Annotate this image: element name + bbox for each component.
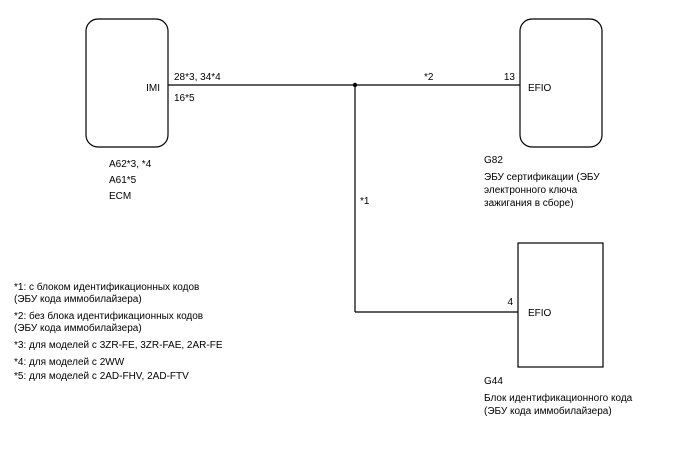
id-code-box-pin: 4 [507, 297, 513, 308]
certification-ecu-pin: 13 [504, 72, 516, 83]
certification-ecu-box [519, 18, 603, 148]
id-code-box-box [517, 242, 604, 368]
ecm-name: ECM [109, 191, 131, 202]
ecm-connector-1: A62*3, *4 [109, 159, 152, 170]
note-5: *5: для моделей с 2AD-FHV, 2AD-FTV [14, 371, 189, 382]
certification-ecu-connector: G82 [484, 155, 503, 166]
junction-dot [352, 82, 358, 88]
certification-ecu-terminal-label: EFIO [528, 83, 552, 94]
note-3: *3: для моделей с 3ZR-FE, 3ZR-FAE, 2AR-F… [14, 340, 223, 351]
certification-ecu-name-line-3: зажигания в сборе) [484, 197, 574, 209]
ecm-box [85, 18, 169, 148]
note-2-line-1: *2: без блока идентификационных кодов [14, 310, 203, 322]
id-code-box-component: EFIO 4 G44 Блок идентификационного кода … [484, 242, 633, 417]
ecm-pins-top: 28*3, 34*4 [174, 72, 221, 83]
ecm-component: IMI 28*3, 34*4 16*5 A62*3, *4 A61*5 ECM [85, 18, 221, 202]
wire-label-upper: *2 [424, 72, 434, 83]
wire-label-lower: *1 [360, 196, 370, 207]
certification-ecu-component: EFIO 13 G82 ЭБУ сертификации (ЭБУ электр… [484, 18, 603, 209]
ecm-connector-2: A61*5 [109, 175, 137, 186]
ecm-pins-bottom: 16*5 [174, 93, 195, 104]
note-1-line-1: *1: с блоком идентификационных кодов [14, 281, 199, 293]
id-code-box-name-line-1: Блок идентификационного кода [484, 392, 633, 404]
id-code-box-connector: G44 [484, 376, 503, 387]
note-2-line-2: (ЭБУ кода иммобилайзера) [14, 322, 142, 334]
ecm-terminal-label: IMI [146, 83, 160, 94]
notes: *1: с блоком идентификационных кодов (ЭБ… [14, 281, 223, 382]
certification-ecu-name-line-1: ЭБУ сертификации (ЭБУ [484, 171, 600, 183]
note-4: *4: для моделей с 2WW [14, 357, 125, 368]
wires [168, 84, 520, 313]
id-code-box-name-line-2: (ЭБУ кода иммобилайзера) [484, 405, 612, 417]
certification-ecu-name-line-2: электронного ключа [484, 185, 578, 196]
id-code-box-terminal-label: EFIO [528, 308, 552, 319]
note-1-line-2: (ЭБУ кода иммобилайзера) [14, 293, 142, 305]
